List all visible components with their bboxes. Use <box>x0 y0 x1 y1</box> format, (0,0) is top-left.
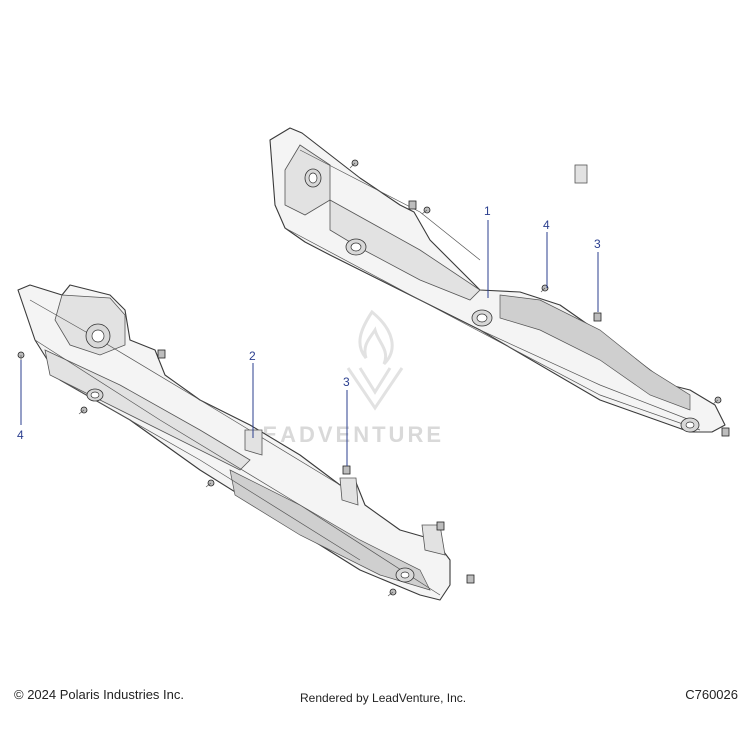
rocker-panel-left <box>17 284 451 601</box>
clip-nut <box>721 427 730 437</box>
clip-nut <box>342 465 351 475</box>
watermark-flame-icon <box>358 309 394 366</box>
watermark-v-icon <box>346 367 404 411</box>
callout-4-left: 4 <box>17 428 24 442</box>
screw <box>205 479 215 488</box>
callout-3-right: 3 <box>594 237 601 251</box>
clip-nut <box>157 349 166 359</box>
bracket <box>574 164 588 184</box>
screw <box>421 206 431 215</box>
callout-3-left: 3 <box>343 375 350 389</box>
callout-4-right: 4 <box>543 218 550 232</box>
clip-nut <box>466 574 475 584</box>
copyright-notice: © 2024 Polaris Industries Inc. <box>14 687 184 702</box>
fasteners <box>17 159 730 597</box>
bracket <box>339 477 359 506</box>
diagram-code: C760026 <box>685 687 738 702</box>
screw <box>349 159 359 169</box>
clip-nut <box>436 521 445 531</box>
clip-nut <box>408 200 417 210</box>
screw <box>78 406 88 415</box>
screw <box>17 351 25 362</box>
bracket <box>244 429 263 456</box>
clip-nut <box>593 312 602 322</box>
rendered-by-note: Rendered by LeadVenture, Inc. <box>300 691 467 705</box>
callout-1: 1 <box>484 204 491 218</box>
screw <box>387 588 397 597</box>
callout-leaders <box>20 220 599 466</box>
screw <box>712 396 722 405</box>
bracket <box>421 524 446 556</box>
callout-labels: 1 2 3 3 4 4 <box>17 204 601 442</box>
callout-2: 2 <box>249 349 256 363</box>
rocker-panel-right <box>269 127 726 433</box>
